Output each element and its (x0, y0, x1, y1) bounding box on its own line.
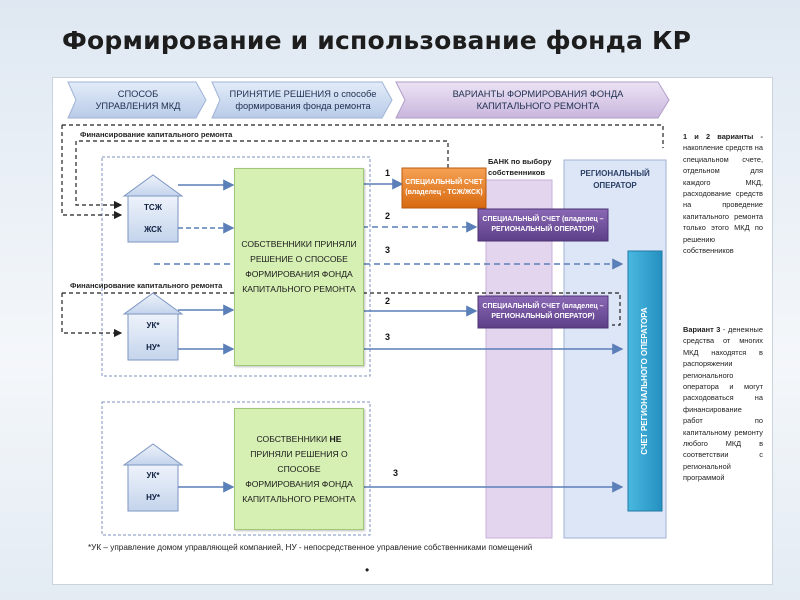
option-number-3c: 3 (393, 468, 399, 478)
special-account-ro-1: СПЕЦИАЛЬНЫЙ СЧЕТ (владелец – РЕГИОНАЛЬНЫ… (482, 216, 604, 233)
bullet-dot: • (365, 563, 370, 577)
regional-account-label: СЧЕТ РЕГИОНАЛЬНОГО ОПЕРАТОРА (640, 307, 649, 455)
bank-label: БАНК по выбору собственников (488, 157, 552, 177)
option-number-2b: 2 (385, 296, 391, 306)
house3-label-nu: НУ* (146, 493, 160, 502)
option-number-3b: 3 (385, 332, 391, 342)
decision-not-accepted-text: СОБСТВЕННИКИ НЕ ПРИНЯЛИ РЕШЕНИЯ О СПОСОБ… (242, 433, 356, 504)
financing-loop-top-left (61, 125, 123, 220)
financing-loop-mid-left (61, 293, 123, 338)
option-number-2a: 2 (385, 211, 391, 221)
chevron-step2 (211, 81, 393, 119)
special-account-owner: СПЕЦИАЛЬНЫЙ СЧЕТ (владелец - ТСЖ/ЖСК) (405, 179, 483, 196)
house2-label-nu: НУ* (146, 343, 160, 352)
slide-title: Формирование и использование фонда КР (62, 26, 692, 55)
financing-loop-top-inner (75, 140, 449, 210)
header-step1-label: СПОСОБ УПРАВЛЕНИЯ МКД (95, 89, 181, 111)
house-2 (122, 292, 184, 361)
special-account-ro-2: СПЕЦИАЛЬНЫЙ СЧЕТ (владелец – РЕГИОНАЛЬНЫ… (482, 303, 604, 320)
group-border-decision (101, 156, 371, 377)
decision-accepted-box: СОБСТВЕННИКИ ПРИНЯЛИ РЕШЕНИЕ О СПОСОБЕ Ф… (234, 168, 364, 366)
house2-label-uk: УК* (146, 321, 160, 330)
option-number-1: 1 (385, 168, 391, 178)
financing-label-top: Финансирование капитального ремонта (80, 130, 233, 139)
decision-not-accepted-box: СОБСТВЕННИКИ НЕ ПРИНЯЛИ РЕШЕНИЯ О СПОСОБ… (234, 408, 364, 530)
chevron-step1 (67, 81, 207, 119)
house-3 (122, 443, 184, 512)
house3-label-uk: УК* (146, 471, 160, 480)
decision-accepted-text: СОБСТВЕННИКИ ПРИНЯЛИ РЕШЕНИЕ О СПОСОБЕ Ф… (241, 239, 357, 294)
special-account-owner-box (401, 167, 487, 209)
chevron-step3 (395, 81, 670, 119)
sidebar-note-1: 1 и 2 варианты - накопление средств на с… (683, 132, 763, 256)
financing-loop-mid (62, 292, 621, 326)
sidebar-note-2: Вариант 3 - денежные средства от многих … (683, 325, 763, 483)
special-account-ro-box-2 (477, 295, 609, 329)
option-number-3a: 3 (385, 245, 391, 255)
header-step3-label: ВАРИАНТЫ ФОРМИРОВАНИЯ ФОНДА КАПИТАЛЬНОГО… (452, 89, 624, 111)
regional-account-box (627, 250, 663, 512)
financing-label-mid: Финансирование капитального ремонта (70, 281, 223, 290)
group-border-no-decision (101, 401, 371, 536)
house-1 (122, 174, 184, 243)
footnote: *УК – управление домом управляющей компа… (88, 543, 533, 552)
financing-loop-top (62, 124, 664, 148)
header-step2-label: ПРИНЯТИЕ РЕШЕНИЯ о способе формирования … (229, 89, 377, 111)
house1-label-tsj: ТСЖ (144, 203, 162, 212)
special-account-ro-box-1 (477, 208, 609, 242)
regional-operator-label: РЕГИОНАЛЬНЫЙ ОПЕРАТОР (580, 169, 650, 190)
house1-label-jsk: ЖСК (144, 225, 162, 234)
